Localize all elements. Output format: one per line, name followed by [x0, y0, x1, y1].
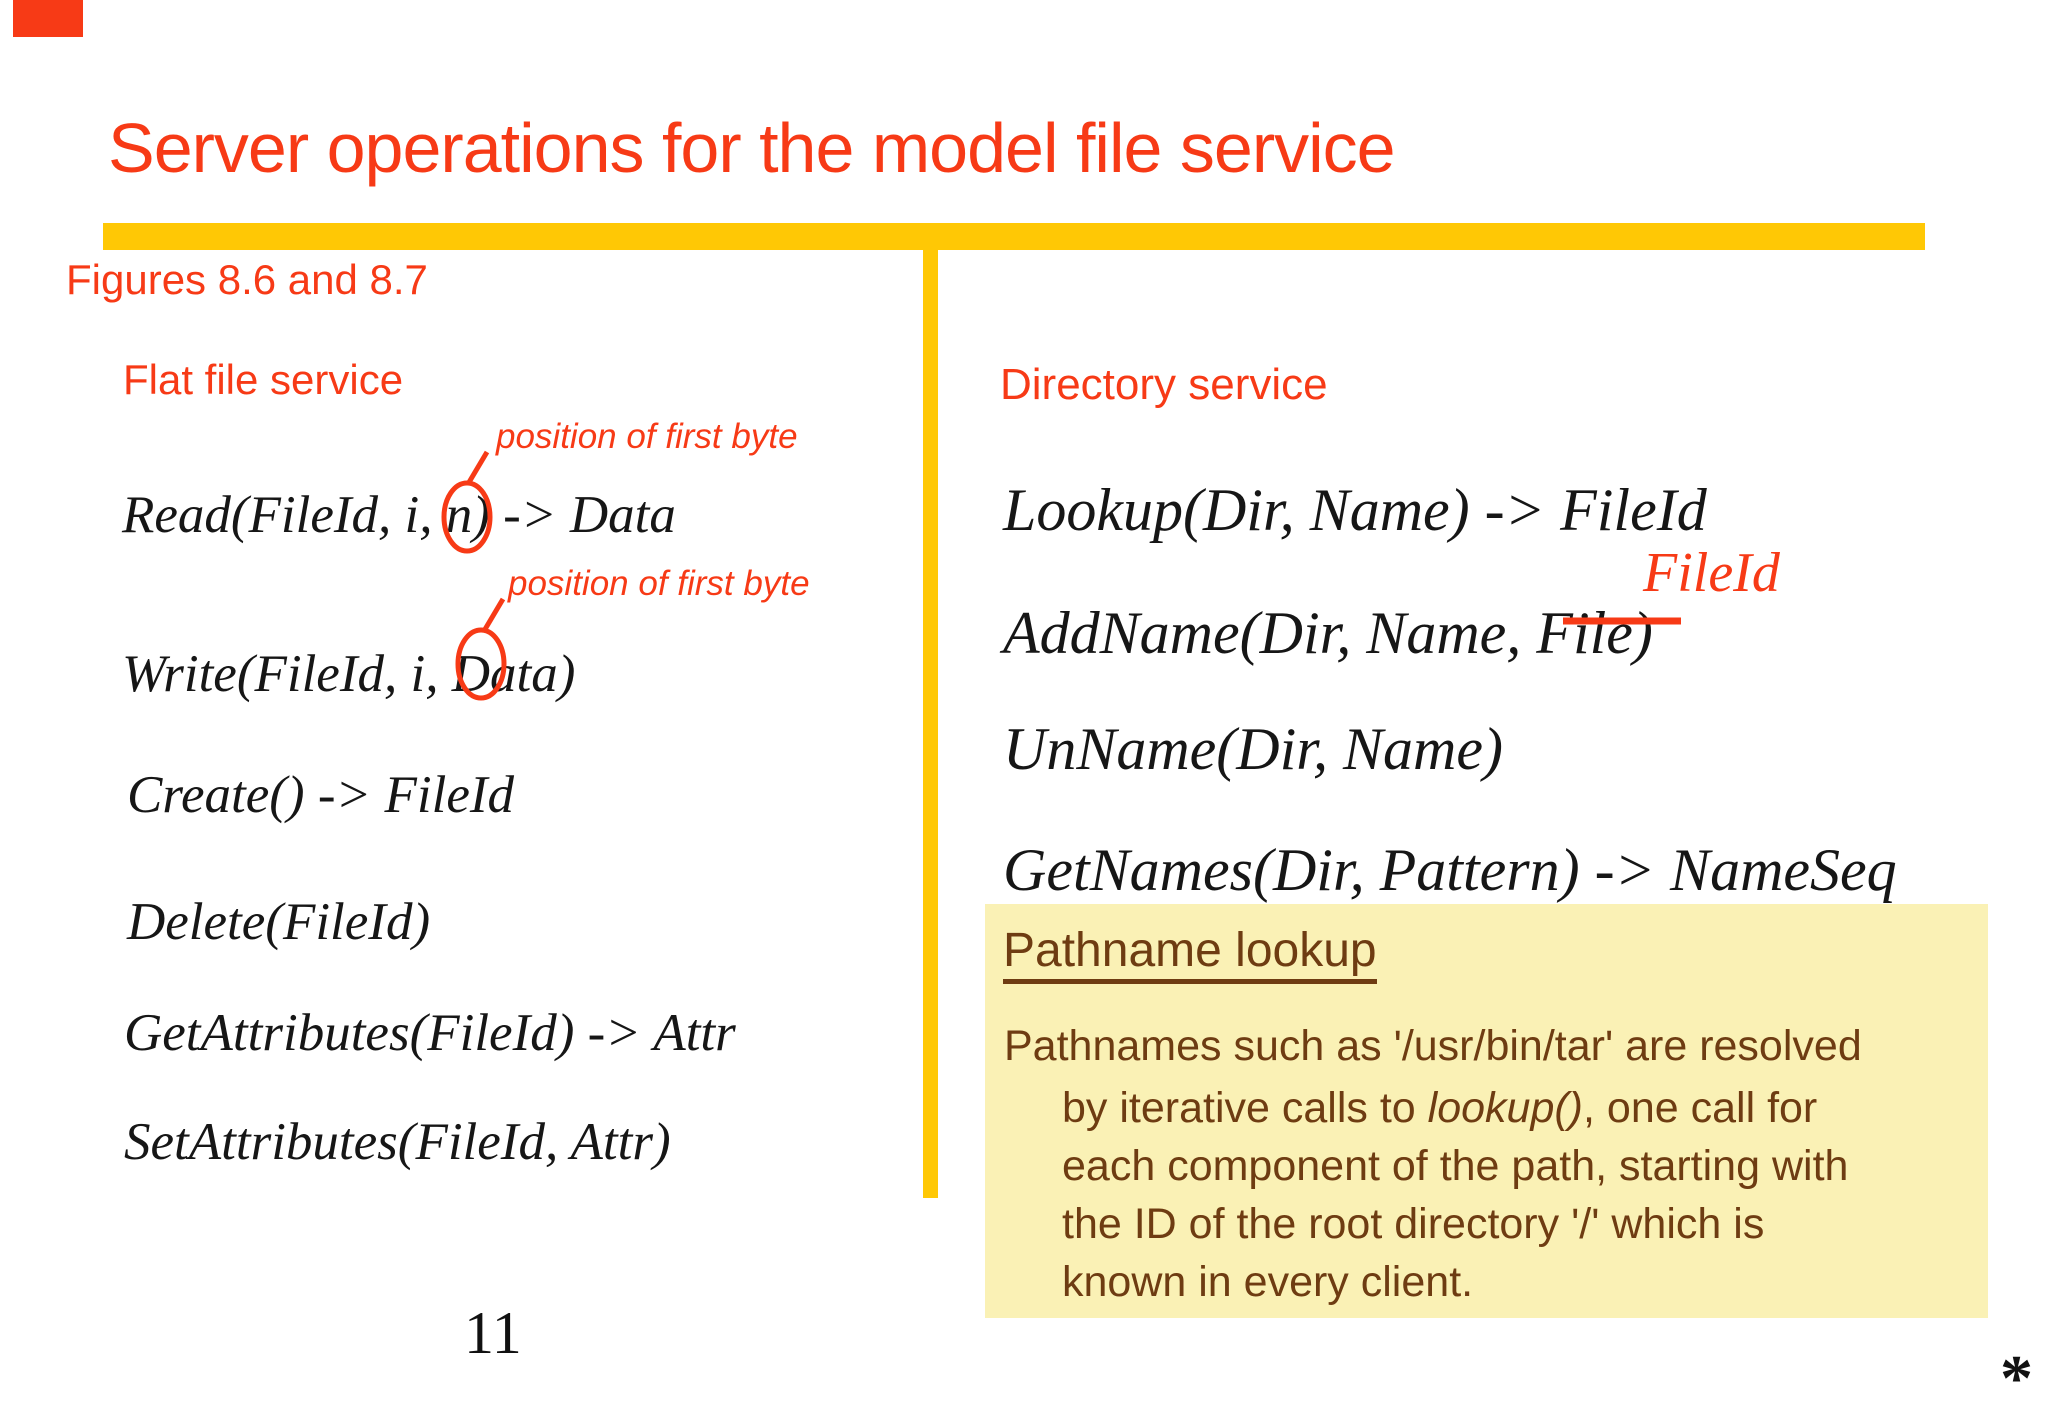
footnote-asterisk: * — [2000, 1342, 2033, 1415]
op-unname: UnName(Dir, Name) — [1003, 716, 1503, 782]
op-read: Read(FileId, i, n) -> Data — [122, 486, 676, 544]
flat-file-service-heading: Flat file service — [123, 356, 404, 403]
read-position-annotation: position of first byte — [496, 417, 798, 456]
pathname-text-line: known in every client. — [1062, 1258, 1474, 1306]
pathname-line2-lookup-italic: lookup() — [1427, 1084, 1584, 1132]
write-annotation-connector-line — [481, 597, 506, 633]
figures-reference: Figures 8.6 and 8.7 — [66, 256, 428, 303]
op-setattributes: SetAttributes(FileId, Attr) — [124, 1113, 671, 1171]
write-position-annotation: position of first byte — [508, 564, 810, 603]
op-delete: Delete(FileId) — [127, 893, 431, 951]
fileid-annotation: FileId — [1643, 542, 1780, 604]
op-lookup: Lookup(Dir, Name) -> FileId — [1003, 477, 1707, 543]
op-getattributes: GetAttributes(FileId) -> Attr — [124, 1004, 736, 1062]
pathname-line2-pre: by iterative calls to — [1062, 1084, 1428, 1132]
corner-accent-rect — [13, 0, 83, 37]
op-getnames: GetNames(Dir, Pattern) -> NameSeq — [1003, 837, 1897, 903]
pathname-lookup-heading: Pathname lookup — [1003, 925, 1377, 985]
pathname-text-line: by iterative calls to lookup(), one call… — [1062, 1087, 1817, 1130]
op-create: Create() -> FileId — [127, 766, 514, 824]
directory-service-heading: Directory service — [1000, 360, 1328, 409]
pathname-text-line: Pathnames such as '/usr/bin/tar' are res… — [1004, 1022, 1862, 1070]
op-write: Write(FileId, i, Data) — [122, 645, 576, 703]
op-addname: AddName(Dir, Name, File) — [1003, 600, 1653, 666]
pathname-text-line: each component of the path, starting wit… — [1062, 1142, 1849, 1190]
read-annotation-connector-line — [465, 450, 490, 486]
column-divider-bar — [923, 250, 938, 1198]
pathname-text-line: the ID of the root directory '/' which i… — [1062, 1200, 1765, 1248]
pathname-line2-post: , one call for — [1583, 1084, 1818, 1132]
pathname-lookup-box — [985, 904, 1988, 1318]
page-number: 11 — [464, 1300, 522, 1366]
slide-title: Server operations for the model file ser… — [108, 109, 1396, 187]
title-underline-bar — [103, 223, 1925, 250]
